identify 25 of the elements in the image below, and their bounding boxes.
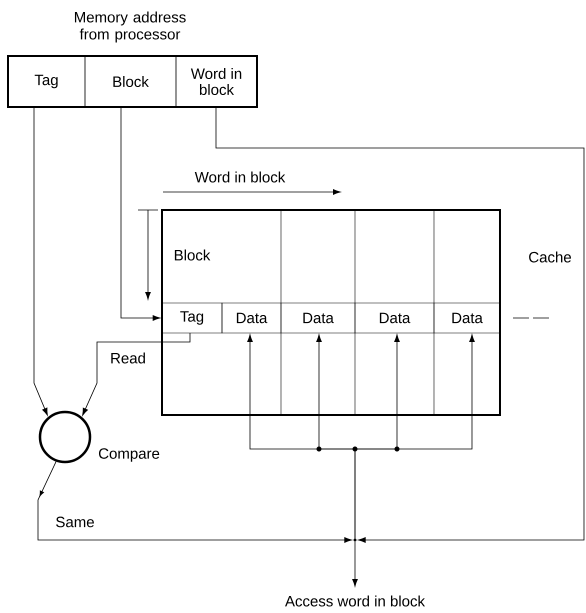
- data-cell: Data: [354, 302, 434, 334]
- data-cell: Data: [280, 302, 356, 334]
- block-field: Block: [84, 56, 176, 108]
- edge-label: Same: [54, 516, 96, 528]
- node-label: Memory address from processor: [74, 12, 186, 42]
- junction-point: [354, 538, 356, 542]
- tag-cell: Tag: [162, 302, 222, 334]
- label-text: Block: [174, 250, 210, 260]
- node-caption: Compare: [98, 448, 160, 462]
- word-field: Word in block: [176, 56, 258, 108]
- data-cell: Data: [434, 302, 500, 334]
- arrow: [38, 461, 352, 543]
- edge-label: Read: [109, 352, 147, 364]
- arrow: [352, 541, 358, 587]
- node-label: Cache: [529, 251, 571, 262]
- label-text: Word in block: [194, 172, 286, 182]
- data-cell: Data: [222, 302, 282, 334]
- output-text: Access word in block: [285, 595, 425, 606]
- arrow: [354, 334, 475, 539]
- tag-field: Tag: [8, 56, 86, 108]
- arrow: [82, 332, 190, 416]
- arrow: [34, 106, 48, 416]
- arrow: [216, 106, 584, 543]
- compare-circle: [38, 410, 92, 464]
- arrow: [120, 106, 160, 321]
